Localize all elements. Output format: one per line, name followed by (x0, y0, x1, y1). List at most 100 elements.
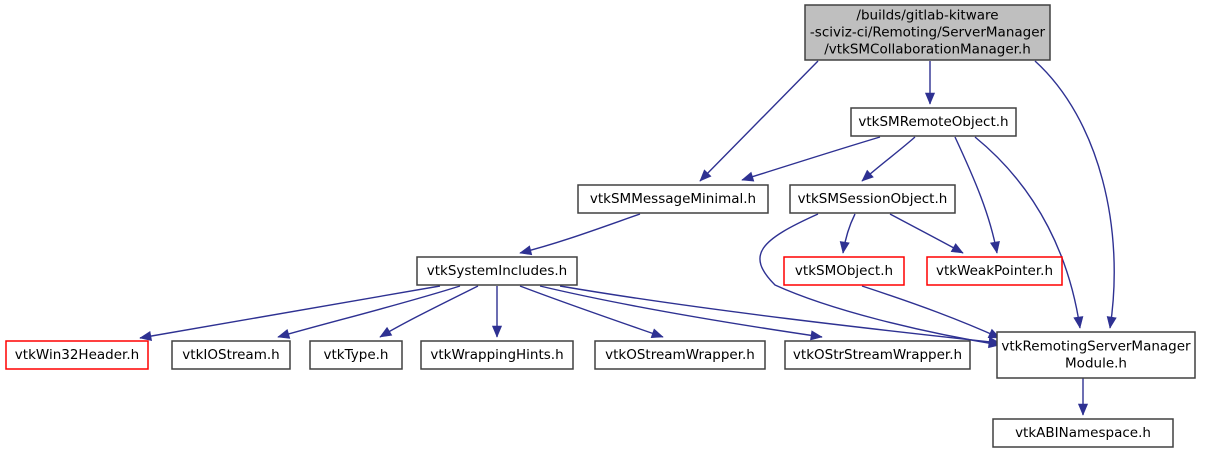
node-label-ostreamwrapper: vtkOStreamWrapper.h (605, 347, 755, 363)
node-box-wrappinghints[interactable] (420, 340, 574, 370)
edge-arrowhead (519, 245, 533, 256)
graph-node-ostreamwrapper[interactable]: vtkOStreamWrapper.h (594, 340, 766, 370)
graph-node-remoteobject[interactable]: vtkSMRemoteObject.h (850, 107, 1017, 137)
node-box-messageminimal[interactable] (577, 184, 769, 214)
edge-arrowhead (139, 331, 153, 341)
node-label-type: vtkType.h (324, 347, 389, 363)
node-box-remoteobject[interactable] (850, 107, 1017, 137)
node-label-weakpointer: vtkWeakPointer.h (936, 263, 1053, 279)
graph-node-abinamespace[interactable]: vtkABINamespace.h (992, 418, 1174, 448)
graph-node-sessionobject[interactable]: vtkSMSessionObject.h (789, 184, 956, 214)
edge-systemincludes-to-type (379, 285, 479, 338)
edge-line (889, 213, 964, 254)
edge-arrowhead (1073, 316, 1084, 329)
edge-root-to-remotingmodule (1034, 60, 1117, 329)
node-label-abinamespace: vtkABINamespace.h (1015, 425, 1151, 441)
node-label-systemincludes: vtkSystemIncludes.h (427, 263, 567, 279)
node-box-type[interactable] (309, 340, 403, 370)
edge-remoteobject-to-messageminimal (741, 136, 881, 182)
edge-line (741, 136, 881, 181)
edge-line (954, 136, 998, 254)
edge-arrowhead (924, 92, 936, 105)
edge-arrowhead (989, 240, 1000, 254)
edge-line (277, 285, 461, 338)
edge-line (139, 285, 441, 339)
node-box-sessionobject[interactable] (789, 184, 956, 214)
node-box-ostrstreamwrapper[interactable] (784, 340, 971, 370)
edge-systemincludes-to-win32header (139, 285, 441, 341)
node-box-root[interactable] (804, 4, 1051, 61)
node-layer: /builds/gitlab-kitware-sciviz-ci/Remotin… (5, 4, 1196, 448)
edge-arrowhead (277, 329, 291, 339)
edge-line (759, 213, 1001, 346)
graph-node-win32header[interactable]: vtkWin32Header.h (5, 340, 149, 370)
edge-root-to-remoteobject (924, 61, 936, 105)
edge-arrowhead (861, 169, 874, 182)
graph-node-wrappinghints[interactable]: vtkWrappingHints.h (420, 340, 574, 370)
edge-remoteobject-to-weakpointer (954, 136, 1000, 254)
edge-remoteobject-to-remotingmodule (974, 136, 1084, 329)
node-label-messageminimal: vtkSMMessageMinimal.h (590, 191, 756, 207)
graph-node-weakpointer[interactable]: vtkWeakPointer.h (926, 256, 1063, 286)
node-label-root: -sciviz-ci/Remoting/ServerManager (810, 25, 1046, 41)
node-label-win32header: vtkWin32Header.h (15, 347, 139, 363)
edge-systemincludes-to-remotingmodule (559, 285, 1001, 347)
edge-line (861, 285, 1001, 339)
edge-systemincludes-to-iostream (277, 285, 461, 339)
edge-messageminimal-to-systemincludes (519, 213, 641, 256)
edge-sessionobject-to-smobject (839, 213, 856, 254)
edge-systemincludes-to-ostrstreamwrapper (539, 285, 823, 341)
edge-line (519, 285, 664, 338)
graph-node-messageminimal[interactable]: vtkSMMessageMinimal.h (577, 184, 769, 214)
edge-arrowhead (988, 336, 1001, 347)
edge-arrowhead (650, 328, 664, 339)
node-label-smobject: vtkSMObject.h (795, 263, 893, 279)
edge-line (1034, 60, 1115, 329)
node-box-abinamespace[interactable] (992, 418, 1174, 448)
edge-layer (139, 60, 1117, 416)
edge-root-to-messageminimal (699, 60, 819, 182)
node-label-iostream: vtkIOStream.h (182, 347, 279, 363)
node-box-win32header[interactable] (5, 340, 149, 370)
node-label-root: /vtkSMCollaborationManager.h (824, 42, 1031, 58)
edge-arrowhead (379, 326, 393, 338)
graph-node-smobject[interactable]: vtkSMObject.h (783, 256, 905, 286)
edge-remoteobject-to-sessionobject (861, 136, 916, 182)
edge-line (559, 285, 1001, 344)
edge-remotingmodule-to-abinamespace (1077, 377, 1089, 416)
edge-systemincludes-to-ostreamwrapper (519, 285, 664, 339)
edge-line (974, 136, 1081, 329)
edge-line (539, 285, 823, 338)
edge-sessionobject-to-weakpointer (889, 213, 964, 254)
node-label-remotingmodule: Module.h (1065, 356, 1127, 372)
node-label-remoteobject: vtkSMRemoteObject.h (858, 114, 1008, 130)
edge-arrowhead (741, 171, 755, 182)
node-box-remotingmodule[interactable] (996, 331, 1196, 379)
edge-arrowhead (1106, 316, 1117, 329)
edge-arrowhead (699, 169, 712, 182)
graph-node-ostrstreamwrapper[interactable]: vtkOStrStreamWrapper.h (784, 340, 971, 370)
node-label-remotingmodule: vtkRemotingServerManager (1001, 339, 1191, 355)
node-box-ostreamwrapper[interactable] (594, 340, 766, 370)
graph-node-iostream[interactable]: vtkIOStream.h (171, 340, 291, 370)
node-label-root: /builds/gitlab-kitware (856, 8, 998, 24)
node-box-smobject[interactable] (783, 256, 905, 286)
node-box-weakpointer[interactable] (926, 256, 1063, 286)
node-label-wrappinghints: vtkWrappingHints.h (430, 347, 563, 363)
graph-node-systemincludes[interactable]: vtkSystemIncludes.h (416, 256, 578, 286)
edge-arrowhead (839, 241, 850, 254)
node-label-sessionobject: vtkSMSessionObject.h (798, 191, 948, 207)
graph-node-root[interactable]: /builds/gitlab-kitware-sciviz-ci/Remotin… (804, 4, 1051, 61)
node-box-iostream[interactable] (171, 340, 291, 370)
edge-arrowhead (1077, 403, 1089, 416)
graph-node-type[interactable]: vtkType.h (309, 340, 403, 370)
edge-arrowhead (491, 325, 503, 338)
node-box-systemincludes[interactable] (416, 256, 578, 286)
edge-arrowhead (810, 330, 823, 341)
node-label-ostrstreamwrapper: vtkOStrStreamWrapper.h (793, 347, 962, 363)
edge-arrowhead (950, 243, 964, 254)
edge-line (699, 60, 819, 182)
